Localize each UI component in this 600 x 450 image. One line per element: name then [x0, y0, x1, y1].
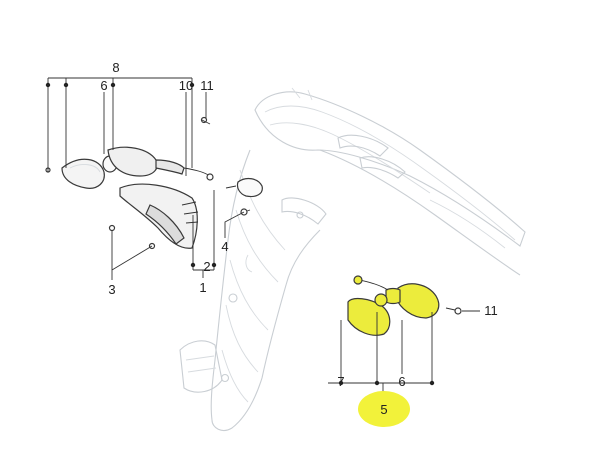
- callout-2: 2: [203, 259, 210, 274]
- highlighted-indicator-wire: [353, 275, 389, 291]
- left-indicator-housing: [107, 146, 214, 181]
- leader-lines: [45, 77, 480, 398]
- highlighted-indicator-lens: [347, 297, 391, 336]
- callout-6-bottom: 6: [398, 374, 405, 389]
- tail-light-bulb: [225, 177, 263, 198]
- callout-1: 1: [199, 280, 206, 295]
- callout-11-top: 11: [200, 78, 214, 93]
- callout-5: 5: [380, 402, 387, 417]
- right-screw: [445, 307, 462, 315]
- callout-11-right: 11: [484, 303, 498, 318]
- callout-3: 3: [108, 282, 115, 297]
- callout-7: 7: [337, 374, 344, 389]
- left-screw: [240, 208, 251, 216]
- rear-frame-outline: [179, 87, 526, 431]
- callout-6-top: 6: [100, 78, 107, 93]
- callout-10: 10: [179, 78, 193, 93]
- highlighted-indicator-bulb: [374, 293, 388, 307]
- highlighted-indicator-housing: [385, 283, 440, 319]
- callout-highlight-ellipse: [358, 391, 410, 427]
- callout-8: 8: [112, 60, 119, 75]
- left-indicator-lens: [61, 158, 105, 189]
- callout-4: 4: [221, 239, 228, 254]
- tail-light-unit: [119, 183, 199, 249]
